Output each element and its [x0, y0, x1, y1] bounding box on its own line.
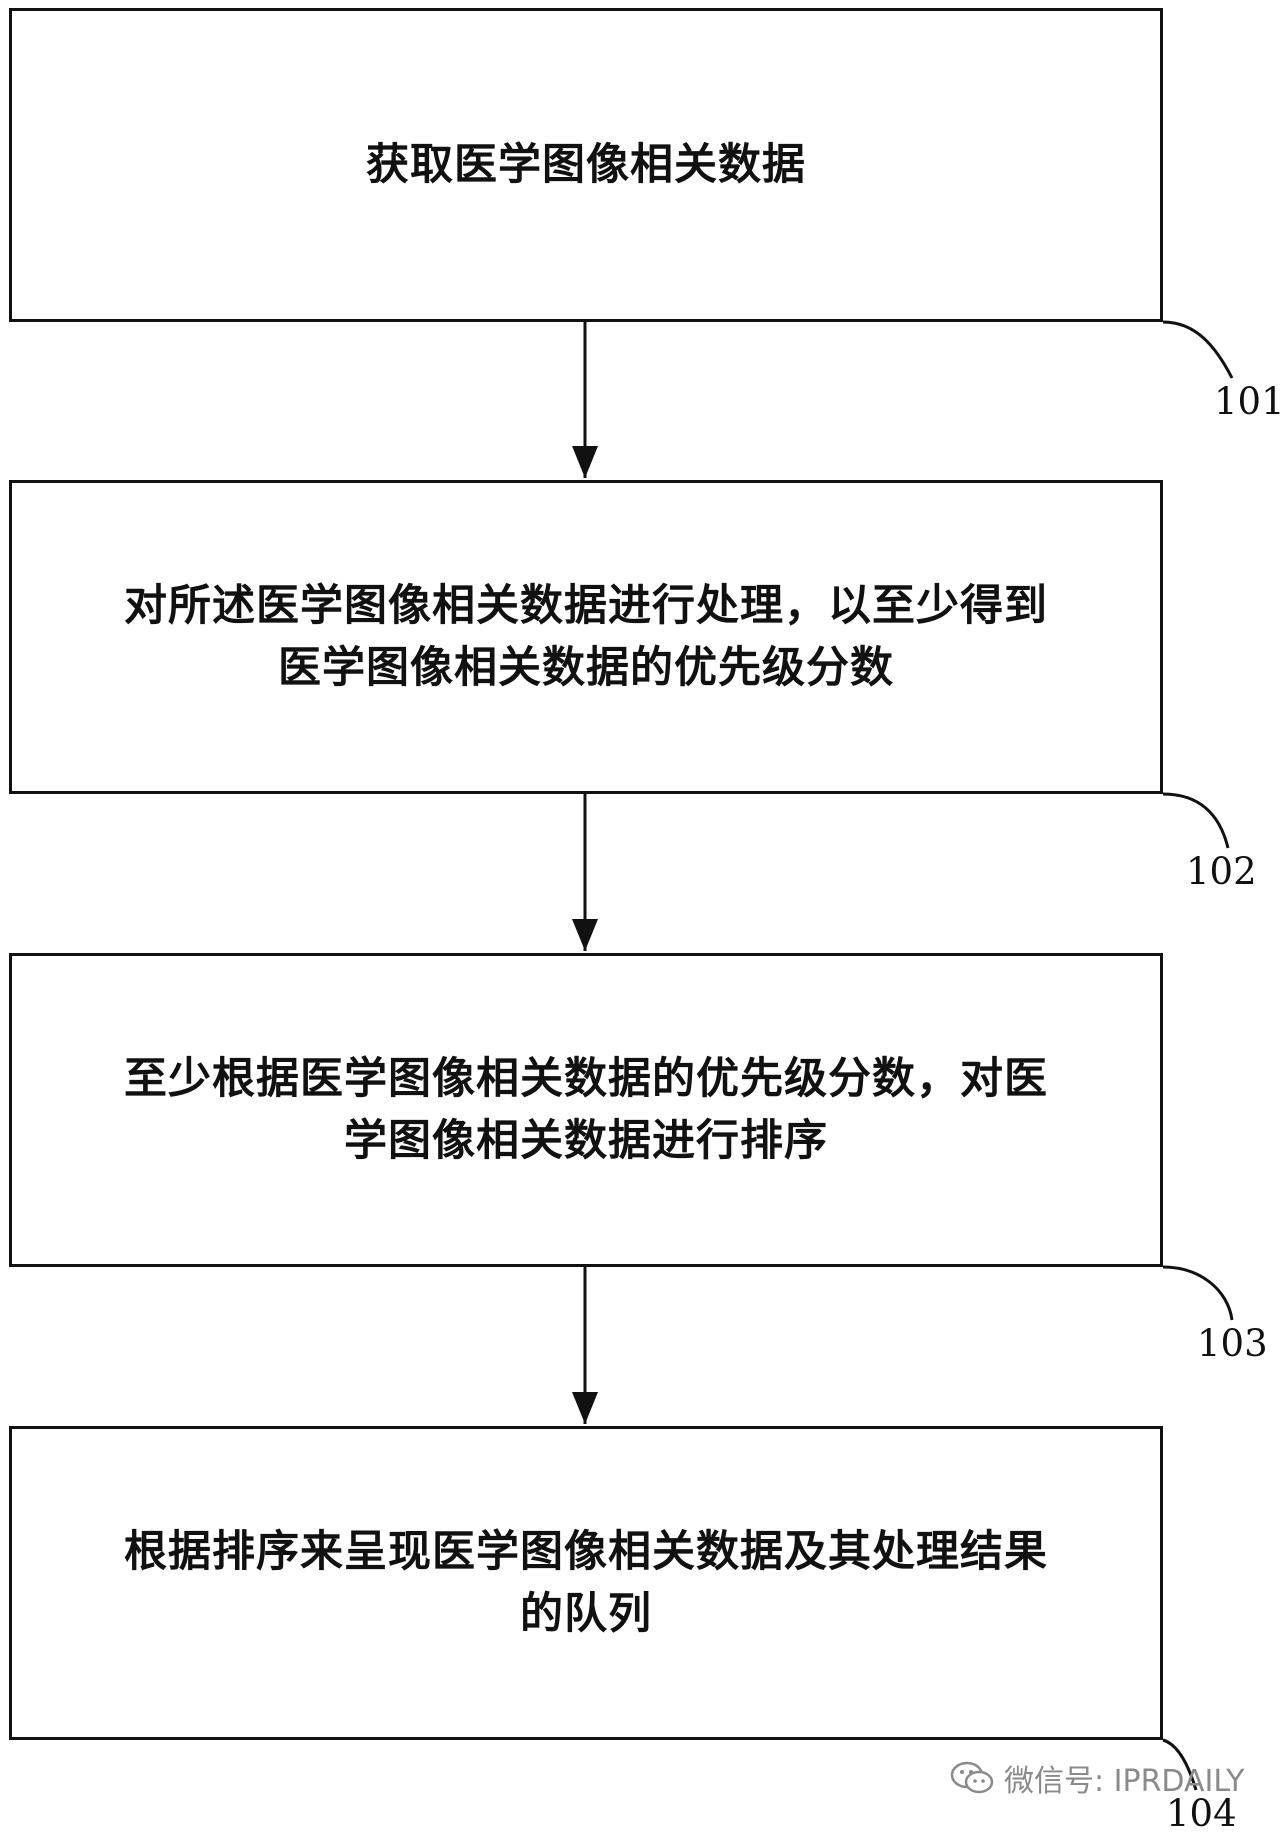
watermark: 微信号: IPRDAILY: [950, 1756, 1244, 1800]
step-text-2: 对所述医学图像相关数据进行处理，以至少得到 医学图像相关数据的优先级分数: [124, 580, 1048, 693]
leader-103: [1162, 1265, 1234, 1321]
leader-101: [1162, 320, 1234, 379]
step-ref-103: 103: [1197, 1322, 1268, 1365]
watermark-text: 微信号: IPRDAILY: [1004, 1764, 1245, 1799]
leader-104: [1162, 1738, 1198, 1791]
wechat-icon: [950, 1761, 994, 1794]
step-text-1: 获取医学图像相关数据: [366, 139, 806, 190]
step-ref-101: 101: [1214, 380, 1280, 423]
step-box-3: 至少根据医学图像相关数据的优先级分数，对医 学图像相关数据进行排序: [9, 953, 1163, 1267]
step-ref-102: 102: [1186, 850, 1257, 893]
step-box-2: 对所述医学图像相关数据进行处理，以至少得到 医学图像相关数据的优先级分数: [9, 480, 1163, 794]
leader-102: [1162, 792, 1230, 849]
arrowhead-1: [572, 446, 598, 478]
step-ref-104: 104: [1166, 1792, 1237, 1835]
step-text-4: 根据排序来呈现医学图像相关数据及其处理结果 的队列: [124, 1526, 1048, 1639]
arrowhead-3: [572, 1392, 598, 1424]
step-box-1: 获取医学图像相关数据: [9, 8, 1163, 322]
step-text-3: 至少根据医学图像相关数据的优先级分数，对医 学图像相关数据进行排序: [124, 1053, 1048, 1166]
arrowhead-2: [572, 919, 598, 951]
step-box-4: 根据排序来呈现医学图像相关数据及其处理结果 的队列: [9, 1426, 1163, 1740]
